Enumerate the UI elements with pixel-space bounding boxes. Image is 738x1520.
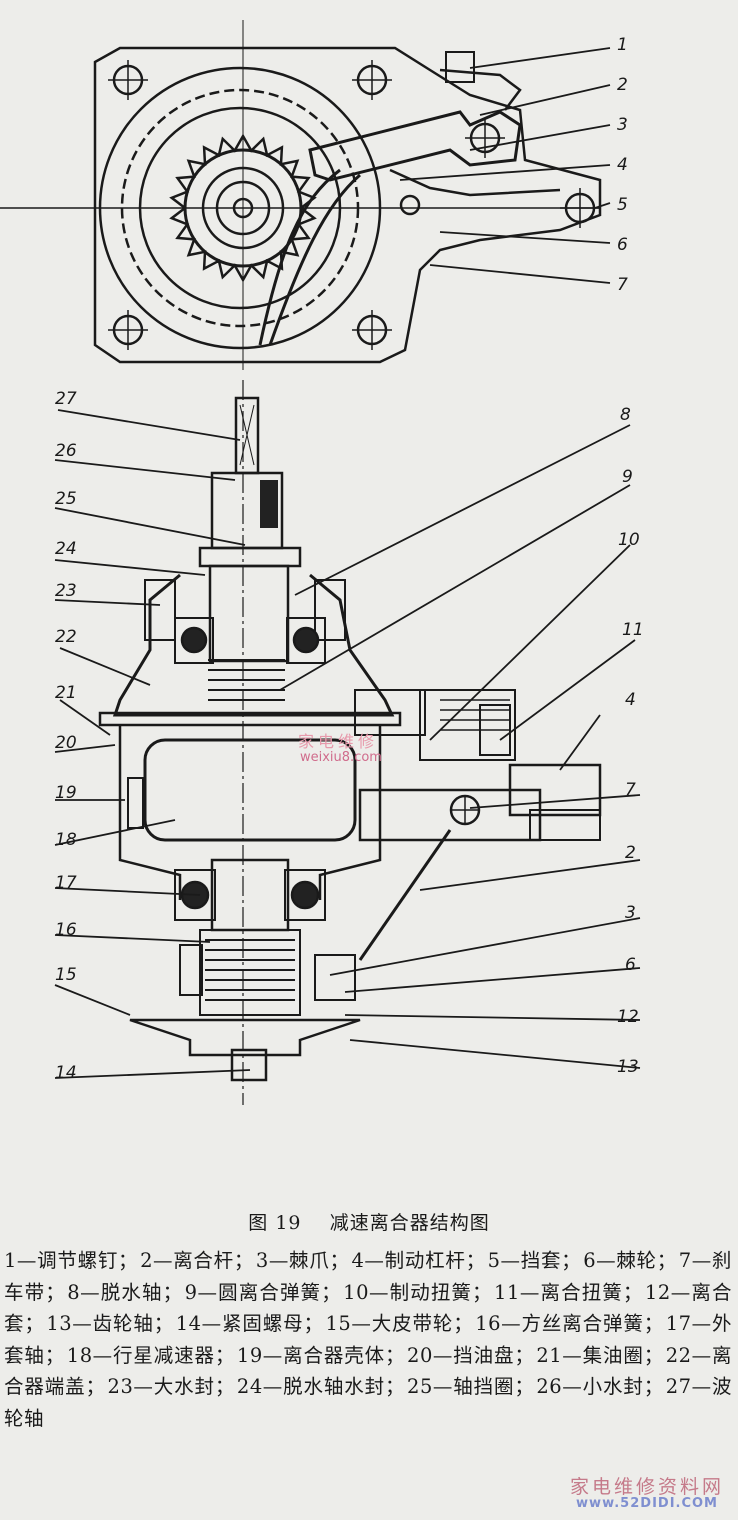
- legend-item: 7—刹车带；: [4, 1249, 732, 1304]
- callout-21: 21: [55, 683, 77, 703]
- legend-item: 15—大皮带轮；: [325, 1312, 474, 1335]
- legend-item: 22—离合器端盖；: [4, 1343, 732, 1399]
- callout-27: 27: [55, 389, 77, 409]
- legend-item: 12—离合套；: [4, 1280, 732, 1336]
- figure-title: 减速离合器结构图: [329, 1212, 490, 1234]
- legend-item: 9—圆离合弹簧；: [184, 1280, 342, 1304]
- mounting-holes: [108, 60, 600, 350]
- legend-item: 11—离合扭簧；: [494, 1280, 643, 1304]
- legend-item: 3—棘爪；: [255, 1249, 350, 1272]
- callout-26: 26: [55, 441, 77, 461]
- callouts: 1 2 3 4 5 6 7 8 9 10 11 4 7 2 3 6 12 13 …: [55, 35, 644, 1083]
- legend-item: 10—制动扭簧；: [343, 1280, 493, 1304]
- legend-item: 5—挡套；: [487, 1249, 582, 1272]
- legend-item: 8—脱水轴；: [67, 1280, 183, 1304]
- callout-24: 24: [55, 539, 77, 559]
- legend-item: 26—小水封；: [536, 1375, 664, 1398]
- callout-25: 25: [55, 489, 77, 509]
- callout-4: 4: [617, 155, 628, 175]
- callout-16: 16: [55, 920, 77, 940]
- figure-number: 图 19: [248, 1212, 302, 1234]
- callout-18: 18: [55, 830, 77, 850]
- legend-item: 20—挡油盘；: [407, 1343, 535, 1367]
- watermark-site-name: 家电维修资料网: [569, 1476, 724, 1498]
- legend-item: 27—波轮轴: [4, 1375, 732, 1430]
- section-view: [98, 380, 602, 1105]
- callout-17: 17: [55, 873, 77, 893]
- legend-item: 14—紧固螺母；: [175, 1312, 324, 1335]
- legend-item: 23—大水封；: [107, 1375, 235, 1398]
- callout-22: 22: [55, 627, 77, 647]
- callout-14: 14: [55, 1063, 77, 1083]
- callout-7: 7: [617, 275, 628, 295]
- legend-item: 1—调节螺钉；: [4, 1249, 139, 1272]
- callout-6: 6: [617, 235, 628, 255]
- callout-6b: 6: [625, 955, 636, 975]
- legend-item: 21—集油圈；: [536, 1343, 664, 1367]
- legend-item: 4—制动杠杆；: [351, 1249, 486, 1272]
- callout-2b: 2: [625, 843, 636, 863]
- legend-item: 24—脱水轴水封；: [236, 1375, 406, 1398]
- reduction-clutch-diagram: 1 2 3 4 5 6 7 8 9 10 11 4 7 2 3 6 12 13 …: [0, 20, 644, 1105]
- callout-10: 10: [618, 530, 640, 550]
- callout-12: 12: [617, 1007, 639, 1027]
- callout-15: 15: [55, 965, 77, 985]
- spring-9: [208, 659, 285, 701]
- legend-item: 19—离合器壳体；: [236, 1343, 406, 1367]
- legend-item: 13—齿轮轴；: [46, 1312, 174, 1335]
- callout-2: 2: [617, 75, 628, 95]
- top-view: [0, 20, 602, 370]
- callout-9: 9: [622, 467, 633, 487]
- parts-legend: 1—调节螺钉；2—离合杆；3—棘爪；4—制动杠杆；5—挡套；6—棘轮；7—刹车带…: [4, 1245, 732, 1434]
- callout-20: 20: [55, 733, 77, 753]
- callout-11: 11: [622, 620, 644, 640]
- legend-item: 6—棘轮；: [583, 1249, 677, 1272]
- spring-16: [199, 929, 301, 1016]
- legend-item: 16—方丝离合弹簧；: [475, 1312, 664, 1335]
- leader-lines: [54, 47, 641, 1079]
- callout-23: 23: [55, 581, 77, 601]
- callout-19: 19: [55, 783, 77, 803]
- callout-3: 3: [617, 115, 628, 135]
- legend-item: 18—行星减速器；: [66, 1343, 235, 1367]
- watermark-mid-cn: 家电维修: [298, 732, 379, 751]
- callout-8: 8: [620, 405, 631, 425]
- legend-item: 2—离合杆；: [140, 1249, 254, 1272]
- watermark-mid-url: weixiu8.com: [300, 750, 382, 765]
- watermark-site-url: www.52DIDI.COM: [576, 1496, 718, 1511]
- callout-1: 1: [617, 35, 628, 55]
- callout-4b: 4: [625, 690, 636, 710]
- legend-item: 17—外套轴；: [4, 1312, 732, 1367]
- callout-3b: 3: [625, 903, 636, 923]
- upper-bearings: [174, 617, 326, 664]
- figure-caption: 图 19 减速离合器结构图: [0, 1208, 738, 1235]
- callout-7b: 7: [625, 780, 636, 800]
- callout-5: 5: [617, 195, 628, 215]
- callout-13: 13: [617, 1057, 639, 1077]
- legend-item: 25—轴挡圈；: [407, 1375, 535, 1398]
